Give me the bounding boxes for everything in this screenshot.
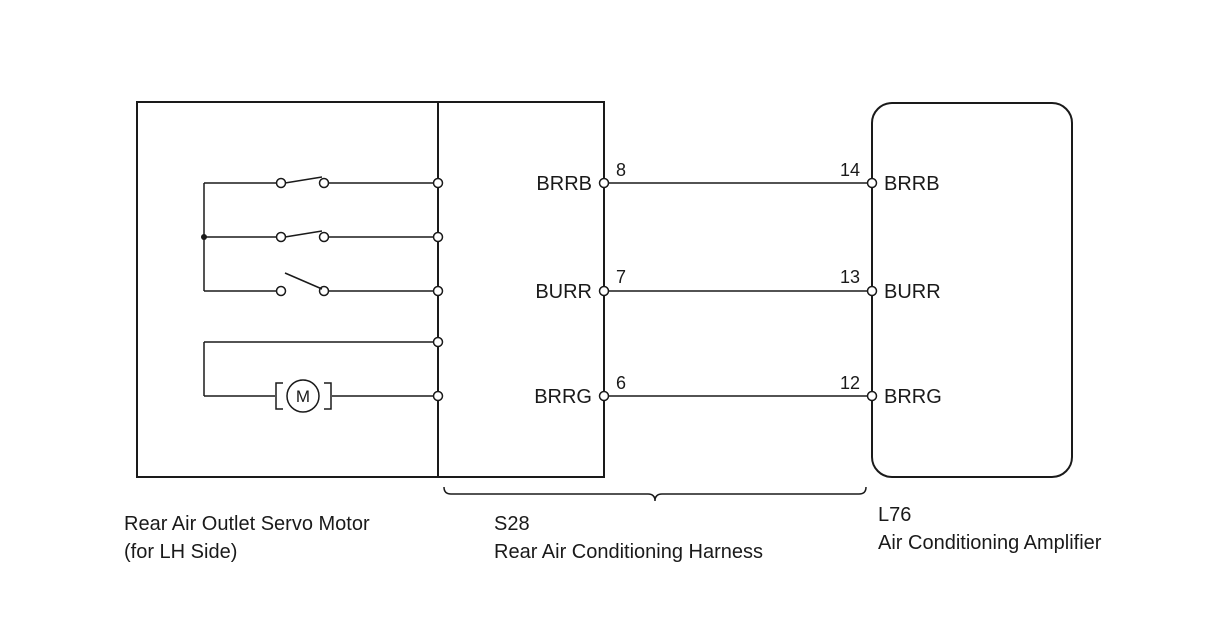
motor-circuit: M <box>203 341 437 413</box>
motor-icon: M <box>275 379 332 413</box>
harness-bracket <box>443 486 867 502</box>
amplifier-pin-number: 14 <box>840 160 860 180</box>
harness-code: S28 <box>494 513 530 535</box>
harness-signal-label: BRRG <box>534 386 592 408</box>
amplifier-code: L76 <box>878 504 911 526</box>
signal-row-brrg: BRRG 6 12 BRRG <box>534 373 942 408</box>
servo-motor-box <box>136 101 439 478</box>
harness-caption: S28 Rear Air Conditioning Harness <box>494 513 763 563</box>
switch-network <box>201 176 437 297</box>
harness-terminal <box>598 390 610 402</box>
servo-motor-side: (for LH Side) <box>124 541 237 563</box>
servo-motor-name: Rear Air Outlet Servo Motor <box>124 513 370 535</box>
harness-pin-number: 8 <box>616 160 626 180</box>
amplifier-terminal <box>866 285 878 297</box>
amplifier-name: Air Conditioning Amplifier <box>878 532 1102 554</box>
amplifier-signal-label: BRRB <box>884 173 940 195</box>
harness-signal-label: BRRB <box>536 173 592 195</box>
harness-pin-number: 6 <box>616 373 626 393</box>
amplifier-terminal <box>866 390 878 402</box>
harness-pin-number: 7 <box>616 267 626 287</box>
amplifier-pin-number: 12 <box>840 373 860 393</box>
switch-3 <box>275 272 437 297</box>
harness-signal-label: BURR <box>535 281 592 303</box>
harness-terminal <box>598 177 610 189</box>
harness-terminal <box>598 285 610 297</box>
switch-1 <box>275 176 437 189</box>
harness-name: Rear Air Conditioning Harness <box>494 541 763 563</box>
signal-wires <box>608 182 868 397</box>
amplifier-pin-number: 13 <box>840 267 860 287</box>
switch-2 <box>275 230 437 243</box>
amplifier-caption: L76 Air Conditioning Amplifier <box>878 504 1102 554</box>
motor-connector-terminals <box>432 177 444 402</box>
junction-dot <box>201 234 207 240</box>
signal-row-brrb: BRRB 8 14 BRRB <box>536 160 939 195</box>
signal-row-burr: BURR 7 13 BURR <box>535 267 940 303</box>
amplifier-signal-label: BURR <box>884 281 941 303</box>
amplifier-terminal <box>866 177 878 189</box>
motor-symbol: M <box>296 387 310 406</box>
servo-motor-caption: Rear Air Outlet Servo Motor (for LH Side… <box>124 513 370 563</box>
amplifier-signal-label: BRRG <box>884 386 942 408</box>
